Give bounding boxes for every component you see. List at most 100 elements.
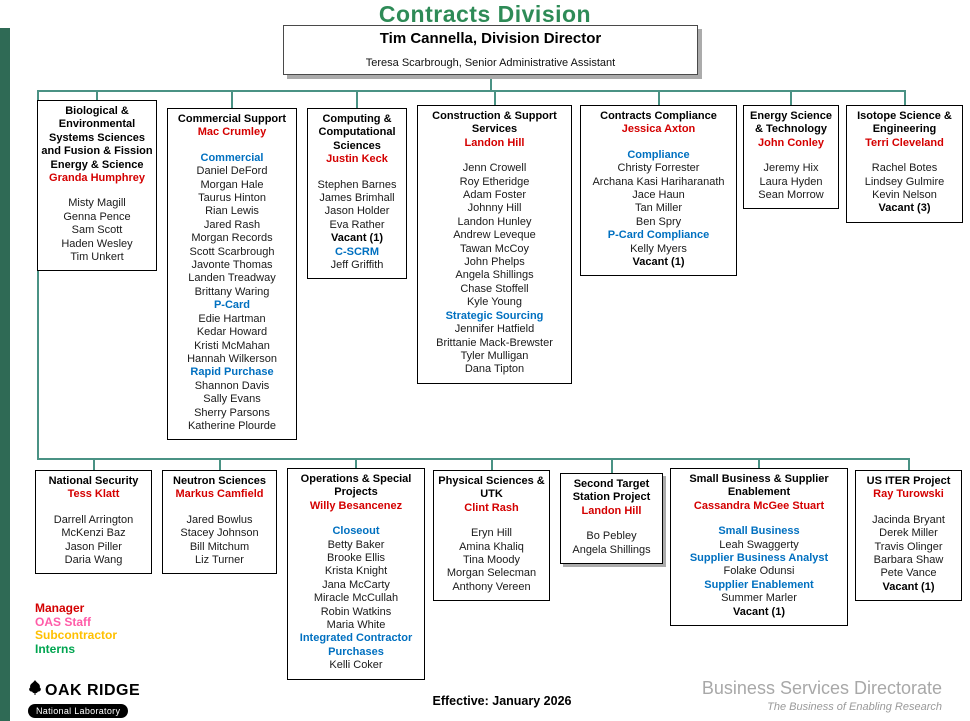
member-name: Kedar Howard <box>196 326 268 339</box>
legend: Manager OAS Staff Subcontractor Interns <box>35 601 118 656</box>
member-name: Tan Miller <box>634 202 683 215</box>
member-name: Archana Kasi Hariharanath <box>592 175 725 188</box>
member-name: Jeff Griffith <box>330 259 384 272</box>
line-gap <box>420 150 569 162</box>
manager-name: Mac Crumley <box>197 126 267 139</box>
member-name: Dana Tipton <box>464 363 525 376</box>
administrative-assistant: Teresa Scarbrough, Senior Administrative… <box>365 57 616 69</box>
member-name: Krista Knight <box>324 565 388 578</box>
manager-name: John Conley <box>757 136 824 149</box>
line-gap <box>40 185 154 197</box>
member-name: Johnny Hill <box>467 202 522 215</box>
section-label: Closeout <box>332 525 380 538</box>
member-name: Derek Miller <box>879 527 938 540</box>
member-name: Adam Foster <box>463 189 526 202</box>
logo-subtitle: National Laboratory <box>28 704 129 718</box>
ornl-logo: OAK RIDGE National Laboratory <box>28 680 140 719</box>
connector-line <box>790 90 792 105</box>
section-label: Compliance <box>627 148 690 161</box>
manager-name: Terri Cleveland <box>865 136 944 149</box>
member-name: Jason Holder <box>324 205 390 218</box>
member-name: Jana McCarty <box>322 578 390 591</box>
legend-item-subcontractor: Subcontractor <box>35 628 118 642</box>
member-name: Landen Treadway <box>188 272 276 285</box>
vacant-label: Vacant (1) <box>331 232 383 245</box>
box-title: National Security <box>48 475 139 487</box>
member-name: Brittanie Mack-Brewster <box>436 336 553 349</box>
member-name: Leah Swaggerty <box>719 538 799 551</box>
left-edge-bar <box>0 28 10 721</box>
member-name: Folake Odunsi <box>723 565 795 578</box>
member-name: Morgan Selecman <box>446 567 537 580</box>
member-name: Hannah Wilkerson <box>187 352 277 365</box>
member-name: Tim Unkert <box>70 251 124 264</box>
member-name: John Phelps <box>464 256 525 269</box>
logo-title: OAK RIDGE <box>45 681 141 699</box>
line-gap <box>563 518 660 530</box>
connector-line <box>37 90 905 92</box>
member-name: Tyler Mulligan <box>460 349 529 362</box>
box-title: Neutron Sciences <box>173 475 266 487</box>
member-name: Edie Hartman <box>198 312 266 325</box>
member-name: Jared Rash <box>203 218 261 231</box>
member-name: Kelli Coker <box>329 659 383 672</box>
line-gap <box>673 513 845 525</box>
line-gap <box>38 502 149 514</box>
section-label: C-SCRM <box>335 245 379 258</box>
member-name: Misty Magill <box>68 197 126 210</box>
member-name: Taurus Hinton <box>198 192 266 205</box>
connector-line <box>355 458 357 468</box>
member-name: Tawan McCoy <box>459 242 530 255</box>
line-gap <box>849 150 960 162</box>
member-name: Bill Mitchum <box>189 540 250 553</box>
member-name: Brittany Waring <box>194 285 270 298</box>
member-name: Christy Forrester <box>617 162 700 175</box>
section-label: Commercial <box>200 151 264 164</box>
member-name: Robin Watkins <box>320 605 392 618</box>
member-name: Jace Haun <box>632 189 685 202</box>
manager-name: Clint Rash <box>464 501 519 514</box>
member-name: Pete Vance <box>880 567 937 580</box>
member-name: Angela Shillings <box>455 269 534 282</box>
section-label: P-Card <box>213 299 251 312</box>
section-label: Strategic Sourcing <box>445 309 544 322</box>
manager-name: Landon Hill <box>464 136 525 149</box>
connector-line <box>92 458 95 470</box>
connector-line <box>907 458 910 470</box>
member-name: Eva Rather <box>329 218 385 231</box>
member-name: Jennifer Hatfield <box>454 323 535 336</box>
connector-line <box>96 90 98 100</box>
member-name: Lindsey Gulmire <box>864 175 945 188</box>
section-label: Supplier Enablement <box>704 578 814 591</box>
directorate-label: Business Services Directorate <box>701 678 942 698</box>
section-label: Small Business <box>718 525 800 538</box>
member-name: Darrell Arrington <box>53 513 134 526</box>
line-gap <box>310 167 404 179</box>
member-name: Rachel Botes <box>871 162 938 175</box>
legend-item-oas-staff: OAS Staff <box>35 614 92 629</box>
member-name: Shannon Davis <box>194 379 270 392</box>
line-gap <box>290 513 422 525</box>
director-box: Tim Cannella, Division Director Teresa S… <box>283 25 698 75</box>
line-gap <box>436 515 547 527</box>
member-name: McKenzi Baz <box>61 527 126 540</box>
member-name: Amina Khaliq <box>459 540 524 553</box>
effective-date: Effective: January 2026 <box>432 694 572 708</box>
member-name: Liz Turner <box>195 554 244 567</box>
manager-name: Markus Camfield <box>175 488 264 501</box>
member-name: Landon Hunley <box>457 215 532 228</box>
member-name: Morgan Hale <box>200 178 264 191</box>
manager-name: Ray Turowski <box>873 488 944 501</box>
member-name: Chase Stoffell <box>460 282 529 295</box>
section-label: Supplier Business Analyst <box>689 552 829 565</box>
page-title: Contracts Division <box>378 1 592 27</box>
manager-name: Landon Hill <box>581 504 642 517</box>
connector-line <box>356 90 358 108</box>
line-gap <box>858 502 959 514</box>
director-name: Tim Cannella, Division Director <box>379 30 602 47</box>
member-name: Kyle Young <box>466 296 523 309</box>
vacant-label: Vacant (1) <box>882 580 935 593</box>
